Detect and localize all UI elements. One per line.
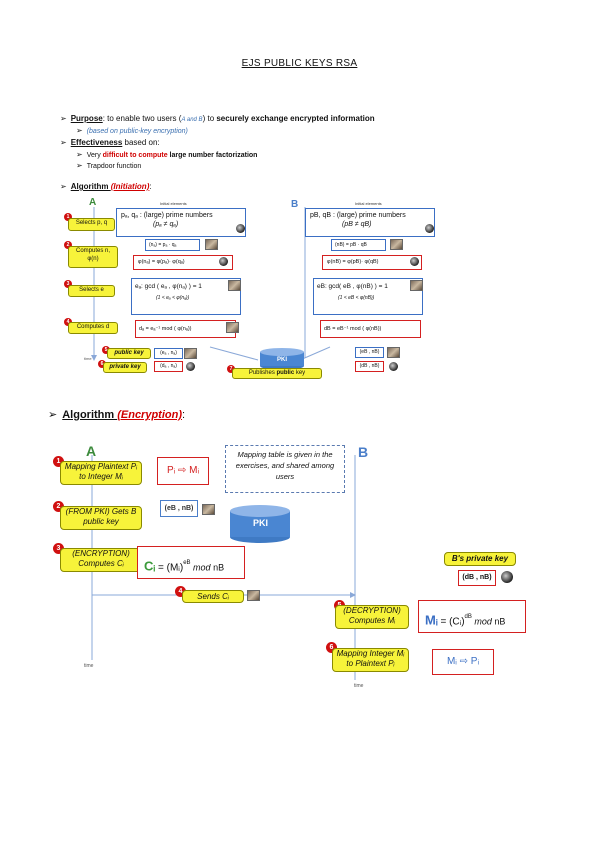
init-step-compute-n: Computes n, φ(n) bbox=[68, 246, 118, 268]
step-badge: 6 bbox=[326, 642, 337, 653]
thumbnail-icon bbox=[247, 590, 260, 601]
enc-time-label-a: time bbox=[84, 663, 94, 669]
enc-plain-formula-box: Mᵢ = (Cᵢ)dB mod nB bbox=[418, 600, 526, 633]
init-elements-label-a: Initial elements bbox=[160, 201, 187, 206]
lock-icon bbox=[236, 224, 245, 233]
thumbnail-icon bbox=[390, 239, 403, 250]
bullet-arrow-icon: ➢ bbox=[48, 409, 58, 421]
init-n-a-box: (nₐ) = pₐ · qₐ bbox=[145, 239, 200, 251]
init-elements-label-b: Initial elements bbox=[355, 201, 382, 206]
thumbnail-icon bbox=[387, 347, 400, 358]
enc-step-sends: Sends Cᵢ bbox=[182, 590, 244, 603]
effectiveness-sub-bullet-2: ➢Trapdoor function bbox=[76, 161, 142, 170]
init-time-label-a: time bbox=[84, 356, 92, 361]
step-badge: 1 bbox=[53, 456, 64, 467]
init-pub-b-box: (eB , nB) bbox=[355, 347, 384, 358]
thumbnail-icon bbox=[202, 504, 215, 515]
enc-user-b-label: B bbox=[358, 444, 369, 460]
init-step-select-e: Selects e bbox=[68, 285, 115, 297]
lock-icon bbox=[219, 257, 228, 266]
lock-icon bbox=[389, 362, 398, 371]
init-n-b-box: (nB) = pB · qB bbox=[331, 239, 386, 251]
thumbnail-icon bbox=[184, 348, 197, 359]
init-priv-b-box: (dB , nB) bbox=[355, 361, 384, 372]
purpose-sub-bullet: ➢(based on public-key encryption) bbox=[76, 126, 188, 135]
step-badge: 1 bbox=[64, 213, 72, 221]
step-badge: 3 bbox=[64, 280, 72, 288]
thumbnail-icon bbox=[228, 280, 241, 291]
init-pub-a-box: (eₐ , nₐ) bbox=[154, 348, 183, 359]
enc-cipher-formula-box: Cᵢ = (Mᵢ)eB mod nB bbox=[137, 546, 245, 579]
purpose-bullet: ➢Purpose: to enable two users (A and B) … bbox=[60, 114, 375, 123]
step-badge: 6 bbox=[98, 360, 106, 368]
init-d-b-box: dB = eB⁻¹ mod ( φ(nB)) bbox=[320, 320, 421, 338]
init-primes-a-box: pₐ, qₐ : (large) prime numbers (pₐ ≠ qₐ) bbox=[116, 208, 246, 237]
init-d-a-box: dₐ = eₐ⁻¹ mod ( φ(nₐ)) bbox=[135, 320, 236, 338]
effectiveness-bullet: ➢Effectiveness based on: bbox=[60, 138, 160, 147]
init-phi-a-box: φ(nₐ) = φ(pₐ)· φ(qₐ) bbox=[133, 255, 233, 270]
pki-database-icon-large bbox=[230, 505, 290, 543]
step-badge: 2 bbox=[64, 241, 72, 249]
thumbnail-icon bbox=[205, 239, 218, 250]
lock-icon bbox=[186, 362, 195, 371]
bullet-arrow-icon: ➢ bbox=[76, 150, 83, 159]
bullet-arrow-icon: ➢ bbox=[60, 114, 67, 123]
step-badge: 5 bbox=[102, 346, 110, 354]
enc-reverse-mapping-box: Mᵢ ⇨ Pᵢ bbox=[432, 649, 494, 675]
enc-step-encryption: (ENCRYPTION) Computes Cᵢ bbox=[60, 548, 142, 572]
step-badge: 2 bbox=[53, 501, 64, 512]
bullet-arrow-icon: ➢ bbox=[76, 161, 83, 170]
enc-step-mapping-integer: Mapping Integer Mᵢ to Plaintext Pᵢ bbox=[332, 648, 409, 672]
init-publishes-label: Publishes public key bbox=[232, 368, 322, 379]
mapping-table-note: Mapping table is given in the exercises,… bbox=[225, 445, 345, 493]
enc-pki-label: PKI bbox=[252, 518, 268, 528]
enc-user-a-label: A bbox=[86, 443, 97, 459]
enc-step-decryption: (DECRYPTION) Computes Mᵢ bbox=[335, 605, 409, 629]
enc-step-mapping-plaintext: Mapping Plaintext Pᵢ to Integer Mᵢ bbox=[60, 461, 142, 485]
init-phi-b-box: φ(nB) = φ(pB)· φ(qB) bbox=[322, 255, 422, 270]
effectiveness-sub-bullet: ➢Very difficult to compute large number … bbox=[76, 150, 258, 159]
init-e-b-box: eB: gcd( eB , φ(nB) ) = 1 (1 < eB < φ(nB… bbox=[313, 278, 423, 315]
lock-icon bbox=[425, 224, 434, 233]
bullet-arrow-icon: ➢ bbox=[60, 138, 67, 147]
init-primes-b-box: pB, qB : (large) prime numbers (pB ≠ qB) bbox=[305, 208, 435, 237]
init-user-b-label: B bbox=[291, 199, 299, 210]
enc-time-label-b: time bbox=[354, 683, 364, 689]
init-public-key-label: public key bbox=[107, 348, 151, 359]
init-priv-a-box: (dₐ , nₐ) bbox=[154, 361, 183, 372]
init-step-select-pq: Selects p, q bbox=[68, 218, 115, 231]
lock-icon bbox=[501, 571, 513, 583]
bullet-arrow-icon: ➢ bbox=[60, 182, 67, 191]
step-badge: 4 bbox=[175, 586, 186, 597]
step-badge: 7 bbox=[227, 365, 235, 373]
algorithm-init-heading: ➢Algorithm (Initiation): bbox=[60, 182, 152, 191]
init-user-a-label: A bbox=[89, 197, 97, 208]
enc-step-get-public-key: (FROM PKI) Gets B public key bbox=[60, 506, 142, 530]
step-badge: 3 bbox=[53, 543, 64, 554]
enc-mapping-box: Pᵢ ⇨ Mᵢ bbox=[157, 457, 209, 485]
enc-priv-b-box: (dB , nB) bbox=[458, 570, 496, 586]
enc-b-private-key-label: B's private key bbox=[444, 552, 516, 566]
init-private-key-label: private key bbox=[103, 362, 147, 373]
init-step-compute-d: Computes d bbox=[68, 322, 118, 334]
init-pki-label: PKI bbox=[276, 357, 287, 363]
bullet-arrow-icon: ➢ bbox=[76, 126, 83, 135]
init-e-a-box: eₐ: gcd ( eₐ , φ(nₐ) ) = 1 (1 < eₐ < φ(n… bbox=[131, 278, 241, 315]
enc-pub-b-box: (eB , nB) bbox=[160, 500, 198, 517]
lock-icon bbox=[410, 257, 419, 266]
thumbnail-icon bbox=[226, 322, 239, 333]
page-title: EJS PUBLIC KEYS RSA bbox=[241, 58, 358, 69]
thumbnail-icon bbox=[410, 280, 423, 291]
pki-database-icon bbox=[260, 348, 304, 370]
algorithm-enc-heading: ➢Algorithm (Encryption): bbox=[48, 409, 186, 421]
